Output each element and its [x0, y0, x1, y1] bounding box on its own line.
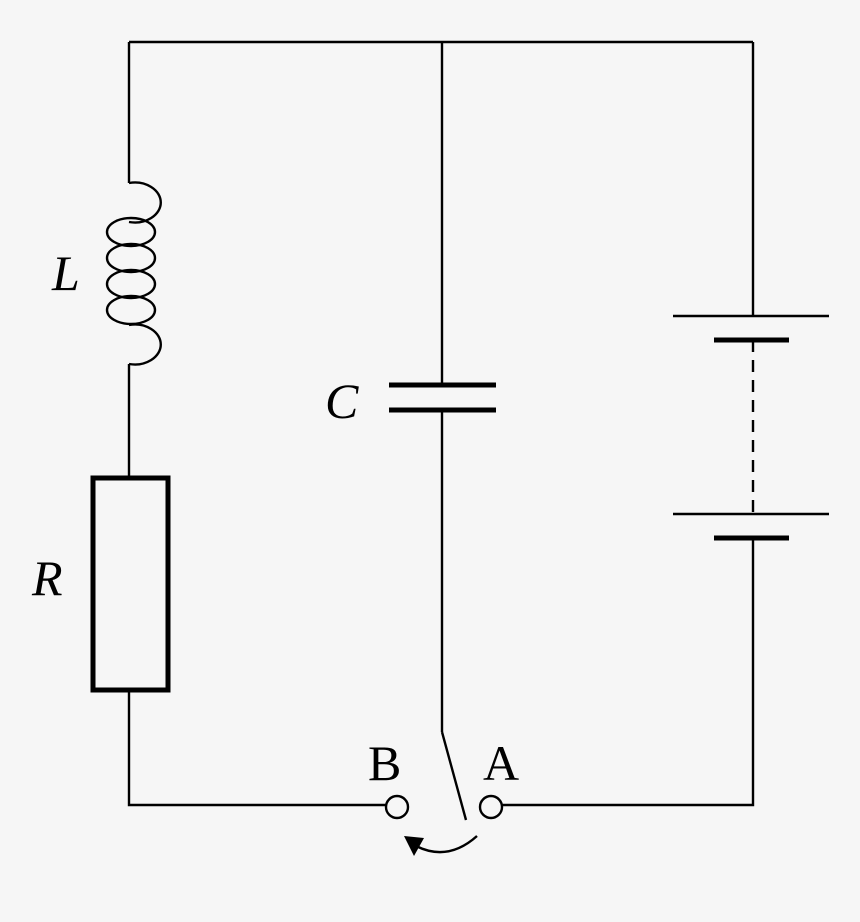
- capacitor-icon: [389, 382, 496, 413]
- resistor-icon: [90, 475, 171, 693]
- capacitor-label: C: [325, 373, 359, 429]
- right-wire-bottom: [502, 538, 755, 807]
- switch-icon: [440, 731, 468, 821]
- terminal-a-label: A: [483, 735, 519, 791]
- right-branch: [502, 42, 829, 807]
- curved-arrow-icon: [404, 835, 478, 856]
- left-wire-bottom: [127, 690, 386, 807]
- left-branch: [90, 42, 386, 807]
- battery-icon: [673, 314, 829, 541]
- inductor-label: L: [51, 245, 80, 301]
- inductor-coil-icon: [105, 181, 162, 366]
- terminal-b: [384, 794, 410, 820]
- terminal-a: [478, 794, 504, 820]
- middle-branch: [389, 42, 496, 821]
- resistor-label: R: [31, 550, 63, 606]
- terminal-b-label: B: [368, 735, 401, 791]
